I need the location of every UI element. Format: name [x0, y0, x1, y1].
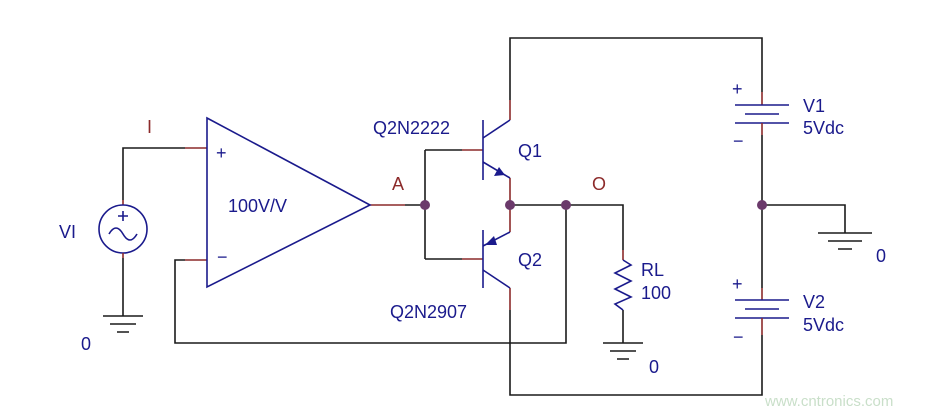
source-name: VI [59, 222, 76, 242]
sine-wave-icon [108, 227, 138, 241]
watermark: www.cntronics.com [764, 393, 893, 410]
wires [122, 37, 846, 396]
q1-collector [482, 119, 511, 139]
v2-minus: − [733, 327, 744, 347]
v2-value: 5Vdc [803, 315, 844, 335]
opamp-body [206, 116, 372, 289]
source-vi: VI I [59, 117, 152, 258]
node-label-i: I [147, 117, 152, 137]
wire-top-rail [509, 37, 763, 100]
q2-collector [482, 269, 511, 289]
q1-emitter [482, 161, 511, 179]
junction-o [561, 200, 571, 210]
v1-minus: − [733, 131, 744, 151]
q1-name: Q1 [518, 141, 542, 161]
battery-v2: + − V2 5Vdc [732, 274, 844, 347]
opamp-minus-sign: − [217, 247, 228, 267]
resistor-rl: RL 100 [613, 250, 671, 311]
ground-supply-icon [818, 232, 872, 250]
ground-supply-label: 0 [876, 246, 886, 266]
wire-source-to-plus [122, 147, 185, 200]
q1-emitter-arrow-icon [494, 167, 505, 176]
wire-mid-to-ground [762, 204, 846, 233]
rl-name: RL [641, 260, 664, 280]
transistor-q2: Q2N2907 Q2 [390, 230, 542, 322]
v1-value: 5Vdc [803, 118, 844, 138]
v1-plus: + [732, 79, 743, 99]
opamp-plus-sign: + [216, 143, 227, 163]
q1-model: Q2N2222 [373, 118, 450, 138]
ground-source-label: 0 [81, 334, 91, 354]
junctions [420, 200, 767, 210]
q2-model: Q2N2907 [390, 302, 467, 322]
v1-name: V1 [803, 96, 825, 116]
v2-name: V2 [803, 292, 825, 312]
q2-name: Q2 [518, 250, 542, 270]
junction-emitters [505, 200, 515, 210]
v2-plus: + [732, 274, 743, 294]
wire-bottom-rail [509, 310, 763, 396]
q2-emitter-arrow-icon [485, 236, 497, 245]
junction-supply-mid [757, 200, 767, 210]
battery-v1: + − V1 5Vdc [732, 79, 844, 151]
ground-source-icon [103, 315, 143, 333]
wire-feedback [174, 205, 567, 344]
node-label-o: O [592, 174, 606, 194]
node-label-a: A [392, 174, 404, 194]
ground-load-label: 0 [649, 357, 659, 377]
rl-zigzag [613, 259, 633, 311]
ground-load-icon [603, 342, 643, 360]
junction-a [420, 200, 430, 210]
opamp: + − 100V/V [206, 116, 372, 289]
rl-value: 100 [641, 283, 671, 303]
transistor-q1: Q2N2222 Q1 [373, 118, 542, 180]
wire-emitter-node [510, 204, 624, 250]
opamp-gain: 100V/V [228, 196, 287, 216]
source-plus-line [118, 211, 128, 221]
